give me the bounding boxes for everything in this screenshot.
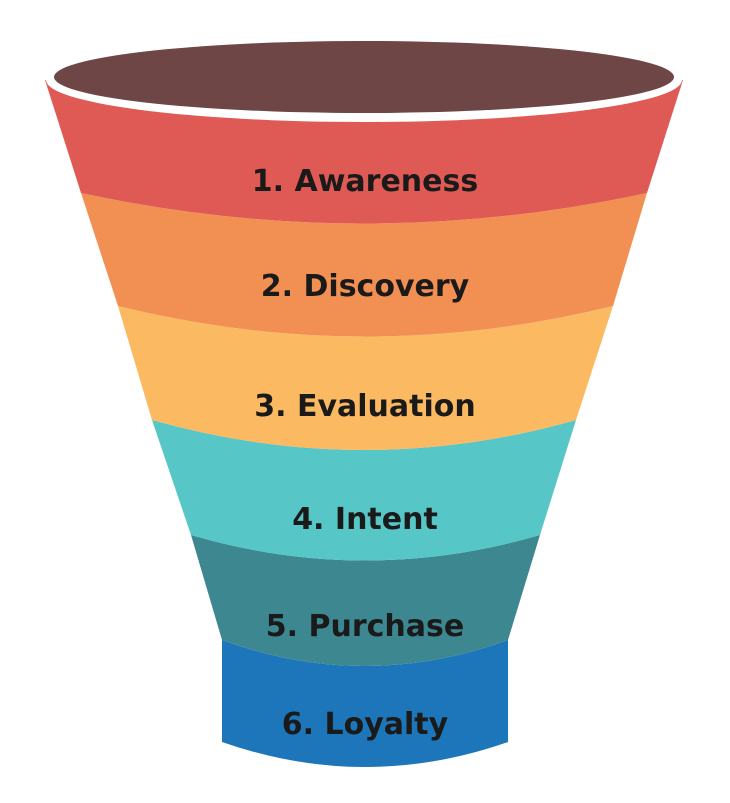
stage-6-label: 6. Loyalty bbox=[282, 707, 449, 742]
stage-3-band bbox=[118, 306, 613, 450]
stage-4-label: 4. Intent bbox=[292, 502, 438, 537]
stage-2-band bbox=[81, 193, 647, 337]
stage-3-label: 3. Evaluation bbox=[254, 389, 475, 424]
funnel-rim bbox=[54, 41, 674, 113]
stage-5-label: 5. Purchase bbox=[266, 609, 464, 644]
stage-6-band bbox=[222, 640, 508, 767]
stage-1-label: 1. Awareness bbox=[252, 164, 478, 199]
stage-2-label: 2. Discovery bbox=[261, 269, 470, 304]
stage-4-band bbox=[152, 420, 576, 561]
stage-5-band bbox=[191, 535, 540, 666]
